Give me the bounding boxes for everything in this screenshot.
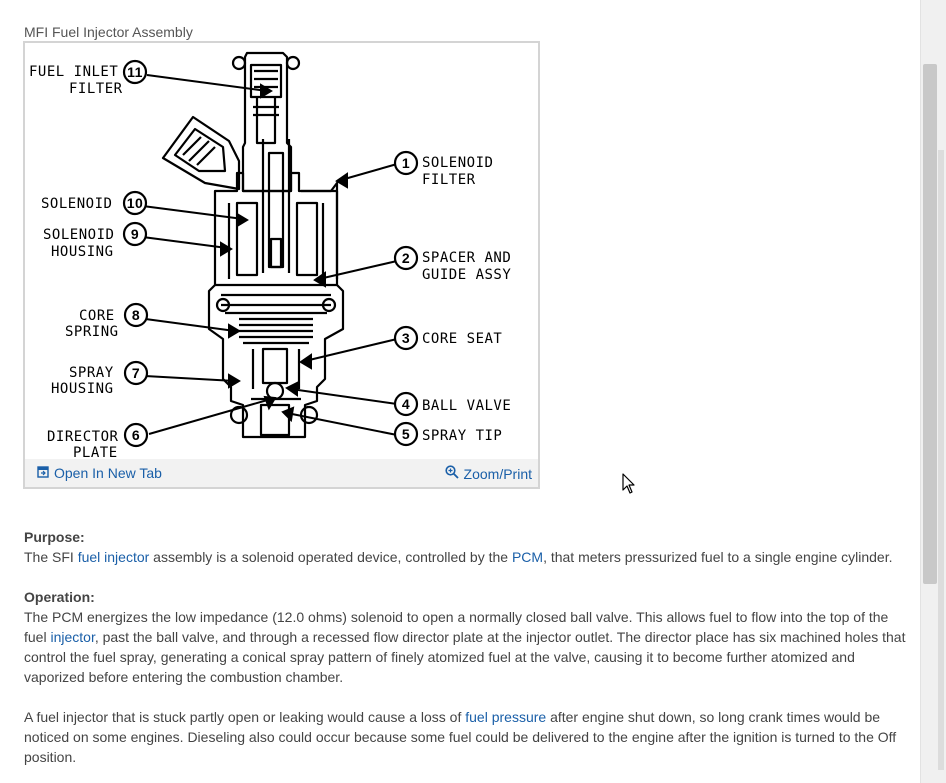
- callout-2-label-line2: GUIDE ASSY: [422, 267, 511, 283]
- purpose-paragraph: The SFI fuel injector assembly is a sole…: [24, 547, 909, 567]
- injector-link[interactable]: injector: [50, 629, 95, 645]
- figure-title: MFI Fuel Injector Assembly: [24, 24, 193, 40]
- zoom-print-label: Zoom/Print: [463, 465, 532, 482]
- callout-3-label: CORE SEAT: [422, 331, 502, 347]
- callout-9-label-line1: SOLENOID: [43, 227, 114, 243]
- leak-paragraph: A fuel injector that is stuck partly ope…: [24, 707, 909, 767]
- callout-6-number: 6: [132, 427, 140, 443]
- purpose-text-3: , that meters pressurized fuel to a sing…: [543, 549, 893, 565]
- callout-11-label-line1: FUEL INLET: [29, 64, 118, 80]
- open-in-new-tab-label: Open In New Tab: [54, 465, 162, 481]
- callout-1-label-line2: FILTER: [422, 172, 476, 188]
- callout-3-number: 3: [402, 330, 410, 346]
- purpose-text-1: The SFI: [24, 549, 78, 565]
- pcm-link[interactable]: PCM: [511, 549, 544, 565]
- operation-text-1: The PCM energizes the low impedance (12.…: [24, 609, 889, 645]
- callout-1-label-line1: SOLENOID: [422, 155, 493, 171]
- callout-8-label-line2: SPRING: [65, 324, 119, 340]
- operation-text-2: , past the ball valve, and through a rec…: [24, 629, 906, 685]
- article-body: Purpose: The SFI fuel injector assembly …: [24, 527, 909, 767]
- callout-5-label: SPRAY TIP: [422, 428, 502, 444]
- callout-2-label-line1: SPACER AND: [422, 250, 511, 266]
- callout-2-number: 2: [402, 250, 410, 266]
- callout-11-number: 11: [127, 64, 143, 80]
- purpose-heading: Purpose:: [24, 529, 85, 545]
- figure-toolbar: Open In New Tab Zoom/Print: [25, 459, 538, 487]
- callout-5-number: 5: [402, 426, 410, 442]
- fuel-injector-link[interactable]: fuel injector: [77, 549, 150, 565]
- figure-card: 11 1 10 9 2 8 3 7 4 6 5 FUEL INLET FILTE…: [23, 41, 540, 489]
- callout-4-label: BALL VALVE: [422, 398, 511, 414]
- leak-text-1: A fuel injector that is stuck partly ope…: [24, 709, 466, 725]
- leak-text-2: after engine shut down, so long crank ti…: [24, 709, 897, 765]
- fuel-injector-diagram[interactable]: 11 1 10 9 2 8 3 7 4 6 5 FUEL INLET FILTE…: [25, 43, 538, 459]
- callout-9-label-line2: HOUSING: [51, 244, 114, 260]
- callout-10-label: SOLENOID: [41, 196, 112, 212]
- callout-9-number: 9: [131, 226, 139, 242]
- scrollbar-thumb[interactable]: [923, 64, 937, 584]
- open-in-new-tab-link[interactable]: Open In New Tab: [37, 465, 162, 481]
- purpose-text-2: assembly is a solenoid operated device, …: [149, 549, 512, 565]
- operation-paragraph: The PCM energizes the low impedance (12.…: [24, 607, 909, 687]
- operation-heading: Operation:: [24, 589, 95, 605]
- page: MFI Fuel Injector Assembly: [23, 24, 909, 767]
- callout-11-label-line2: FILTER: [69, 81, 123, 97]
- injector-drawing: 11 1 10 9 2 8 3 7 4 6 5 FUEL INLET FILTE…: [29, 51, 511, 459]
- callout-7-label-line2: HOUSING: [51, 381, 114, 397]
- callout-4-number: 4: [402, 396, 410, 412]
- fuel-pressure-link[interactable]: fuel pressure: [465, 709, 547, 725]
- callout-8-label-line1: CORE: [79, 308, 115, 324]
- zoom-print-link[interactable]: Zoom/Print: [444, 465, 532, 482]
- outer-scrollbar[interactable]: [938, 150, 944, 770]
- mouse-pointer-icon: [622, 473, 636, 500]
- callout-10-number: 10: [127, 195, 144, 211]
- callout-7-number: 7: [132, 365, 140, 381]
- callout-1-number: 1: [402, 155, 410, 171]
- callout-6-label-line1: DIRECTOR: [47, 429, 119, 445]
- callout-6-label-line2: PLATE: [73, 445, 118, 459]
- callout-7-label-line1: SPRAY: [69, 365, 114, 381]
- callout-8-number: 8: [132, 307, 140, 323]
- zoom-icon: [444, 465, 459, 482]
- open-in-new-tab-icon: [37, 465, 49, 481]
